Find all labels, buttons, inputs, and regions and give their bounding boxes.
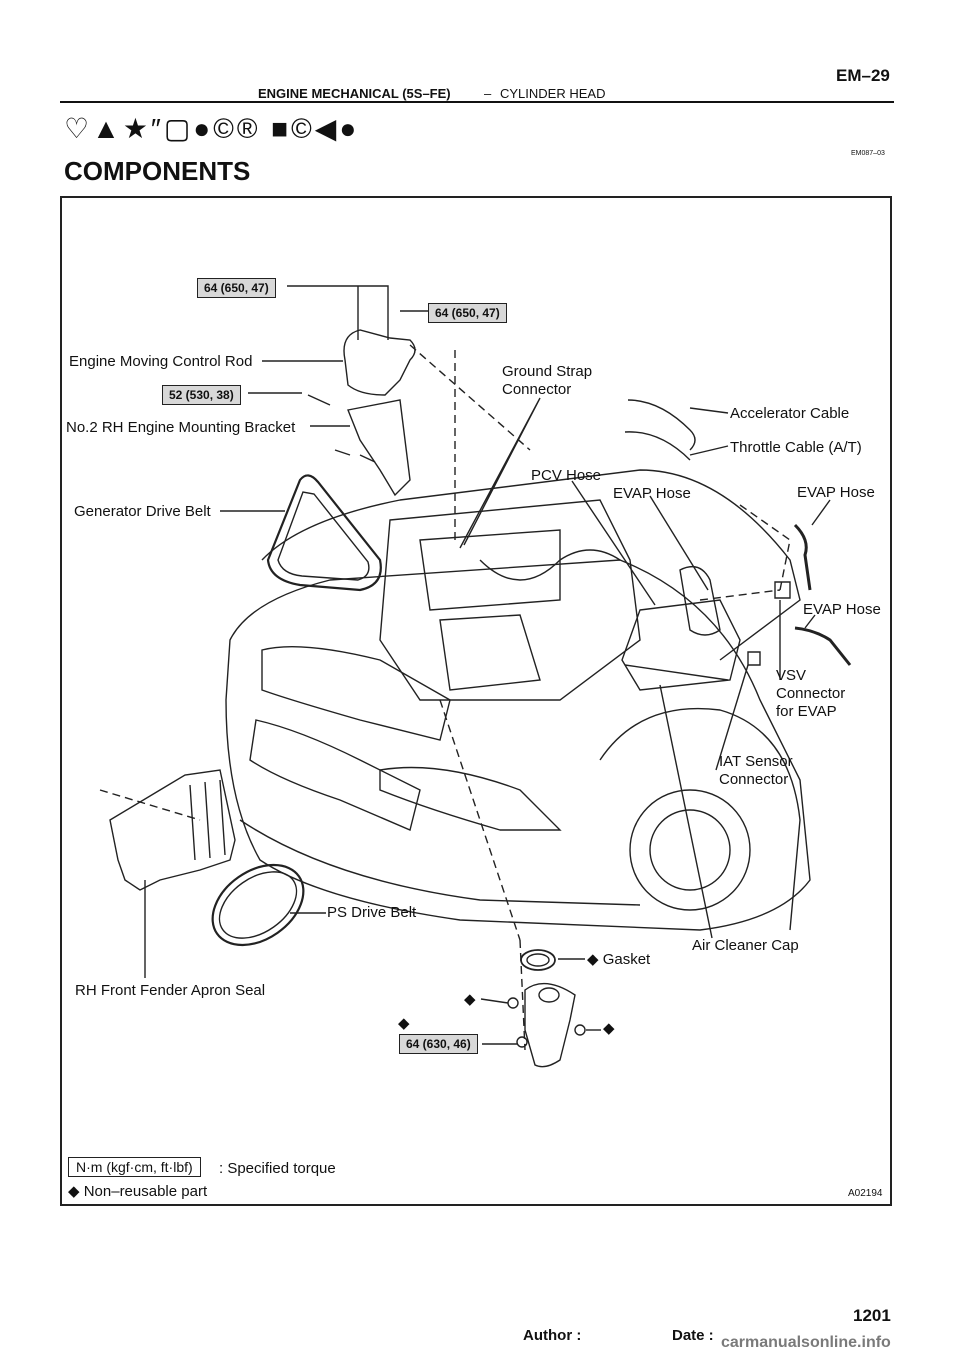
label-ps-drive-belt: PS Drive Belt bbox=[327, 904, 417, 921]
legend-unit-text: : Specified torque bbox=[219, 1160, 336, 1177]
watermark-text: carmanualsonline.info bbox=[721, 1334, 891, 1351]
flange bbox=[524, 982, 576, 1068]
grille-lower bbox=[249, 719, 421, 831]
label-accelerator-cable: Accelerator Cable bbox=[730, 405, 850, 422]
legend-unit-box: N·m (kgf·cm, ft·lbf) bbox=[68, 1157, 201, 1177]
vsv-part bbox=[774, 581, 791, 599]
legend-nonreusable: ◆ Non–reusable part bbox=[68, 1183, 208, 1200]
engine-block bbox=[379, 499, 641, 701]
air-cleaner bbox=[621, 599, 741, 691]
phantom-line-3 bbox=[439, 699, 521, 941]
headlamp bbox=[379, 766, 562, 831]
phantom-line-5 bbox=[739, 504, 791, 591]
torque-label-1: 64 (650, 47) bbox=[197, 278, 276, 298]
mount-bracket bbox=[347, 399, 411, 497]
header-dash: – bbox=[484, 86, 492, 101]
label-throttle-cable: Throttle Cable (A/T) bbox=[730, 439, 862, 456]
label-gasket: ◆ Gasket bbox=[587, 951, 651, 968]
evap-hose-b bbox=[794, 626, 852, 666]
header-rule bbox=[60, 101, 894, 103]
label-air-cleaner-cap: Air Cleaner Cap bbox=[692, 937, 799, 954]
ps-belt bbox=[211, 863, 305, 947]
bumper-line bbox=[239, 819, 641, 906]
engine-detail-2 bbox=[439, 614, 541, 691]
intake-duct bbox=[679, 566, 721, 636]
figure-code: A02194 bbox=[848, 1188, 883, 1199]
label-ground-strap-1: Ground Strap bbox=[502, 363, 593, 380]
wheel bbox=[629, 789, 751, 911]
nonreusable-mark-2: ◆ bbox=[398, 1015, 410, 1032]
hood-outline bbox=[261, 469, 801, 661]
label-generator-drive-belt: Generator Drive Belt bbox=[74, 503, 211, 520]
label-engine-moving-control-rod: Engine Moving Control Rod bbox=[69, 353, 253, 370]
control-rod bbox=[343, 329, 416, 396]
iat-part bbox=[747, 651, 761, 666]
label-evap-hose-1: EVAP Hose bbox=[613, 485, 691, 502]
label-vsv-2: Connector bbox=[776, 685, 846, 702]
gasket bbox=[520, 949, 556, 971]
engine-detail-1 bbox=[419, 529, 561, 611]
generator-belt bbox=[266, 474, 382, 592]
diagram-frame bbox=[60, 196, 892, 1206]
accelerator-cable bbox=[627, 399, 696, 451]
page-number: 1201 bbox=[853, 1306, 891, 1325]
label-vsv-1: VSV bbox=[776, 667, 807, 684]
author-label: Author : bbox=[523, 1327, 582, 1344]
torque-label-4: 64 (630, 46) bbox=[399, 1034, 478, 1054]
page-code: EM–29 bbox=[836, 66, 890, 85]
intake-pipe bbox=[479, 549, 621, 581]
torque-label-2: 64 (650, 47) bbox=[428, 303, 507, 323]
date-label: Date : bbox=[672, 1327, 714, 1344]
symbol-heading: ♡▲★″▢●©® ■©◀● bbox=[64, 113, 360, 144]
label-iat-1: IAT Sensor bbox=[719, 753, 793, 770]
fender-arch bbox=[599, 707, 801, 931]
doc-code: EM087–03 bbox=[851, 150, 885, 157]
label-rh-apron-seal: RH Front Fender Apron Seal bbox=[75, 982, 266, 999]
evap-hose-a bbox=[793, 523, 812, 591]
phantom-line-7 bbox=[99, 789, 201, 821]
label-pcv-hose: PCV Hose bbox=[531, 467, 602, 484]
grille-upper bbox=[261, 645, 451, 741]
page-title: COMPONENTS bbox=[64, 156, 251, 186]
nonreusable-mark-3: ◆ bbox=[603, 1020, 615, 1037]
label-mounting-bracket: No.2 RH Engine Mounting Bracket bbox=[66, 419, 296, 436]
label-ground-strap-2: Connector bbox=[502, 381, 572, 398]
phantom-line-2 bbox=[409, 344, 531, 451]
label-evap-hose-3: EVAP Hose bbox=[803, 601, 881, 618]
front-body bbox=[225, 559, 811, 931]
label-evap-hose-2: EVAP Hose bbox=[797, 484, 875, 501]
throttle-cable bbox=[624, 431, 691, 461]
nonreusable-mark-1: ◆ bbox=[464, 991, 476, 1008]
section-title: ENGINE MECHANICAL (5S–FE) bbox=[258, 86, 451, 101]
label-iat-2: Connector bbox=[719, 771, 789, 788]
torque-label-3: 52 (530, 38) bbox=[162, 385, 241, 405]
wheel-inner bbox=[649, 809, 731, 891]
label-vsv-3: for EVAP bbox=[776, 703, 837, 720]
subsection-title: CYLINDER HEAD bbox=[500, 86, 606, 101]
apron-seal bbox=[109, 769, 236, 891]
